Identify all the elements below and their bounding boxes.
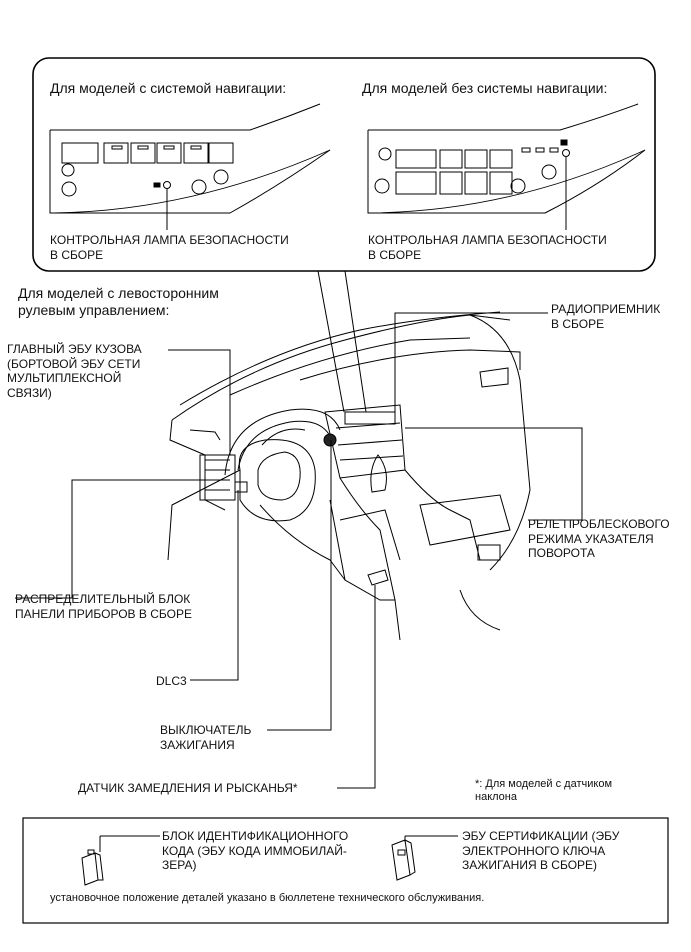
lhd-section-title: Для моделей с левосторонним рулевым упра… [18, 285, 219, 319]
footnote-tilt-sensor: *: Для моделей с датчиком наклона [475, 778, 613, 804]
legend-transponder-label: БЛОК ИДЕНТИФИКАЦИОННОГО КОДА (ЭБУ КОДА И… [162, 829, 349, 873]
legend-cert-ecu-label: ЭБУ СЕРТИФИКАЦИИ (ЭБУ ЭЛЕКТРОННОГО КЛЮЧА… [462, 829, 620, 873]
label-dlc3: DLC3 [156, 674, 187, 688]
inset-frame [32, 57, 656, 272]
transponder-ecu-icon [81, 849, 104, 886]
inset-leaders [166, 157, 567, 413]
security-lamp-left [163, 181, 171, 189]
dashboard-drawing [167, 311, 531, 641]
legend-frame [22, 817, 669, 924]
security-lamp-right [562, 149, 570, 157]
certification-ecu-icon [391, 839, 416, 881]
left-panel-drawing [49, 103, 331, 214]
main-leaders [15, 312, 583, 789]
label-radio-receiver: РАДИОПРИЕМНИК В СБОРЕ [551, 302, 661, 331]
label-junction-block: РАСПРЕДЕЛИТЕЛЬНЫЙ БЛОК ПАНЕЛИ ПРИБОРОВ В… [15, 592, 192, 621]
label-flasher-relay: РЕЛЕ ПРОБЛЕСКОВОГО РЕЖИМА УКАЗАТЕЛЯ ПОВО… [528, 517, 670, 561]
inset-right-lamp-label: КОНТРОЛЬНАЯ ЛАМПА БЕЗОПАСНОСТИ В СБОРЕ [368, 233, 607, 262]
inset-right-header: Для моделей без системы навигации: [362, 80, 608, 96]
inset-left-header: Для моделей с системой навигации: [50, 80, 287, 96]
legend-install-note: установочное положение деталей указано в… [50, 892, 485, 904]
inset-left-lamp-label: КОНТРОЛЬНАЯ ЛАМПА БЕЗОПАСНОСТИ В СБОРЕ [50, 233, 289, 262]
label-main-body-ecu: ГЛАВНЫЙ ЭБУ КУЗОВА (БОРТОВОЙ ЭБУ СЕТИ МУ… [7, 342, 142, 400]
right-panel-drawing [367, 103, 646, 214]
label-yaw-rate-sensor: ДАТЧИК ЗАМЕДЛЕНИЯ И РЫСКАНЬЯ* [78, 781, 298, 795]
label-ignition-switch: ВЫКЛЮЧАТЕЛЬ ЗАЖИГАНИЯ [160, 723, 252, 752]
